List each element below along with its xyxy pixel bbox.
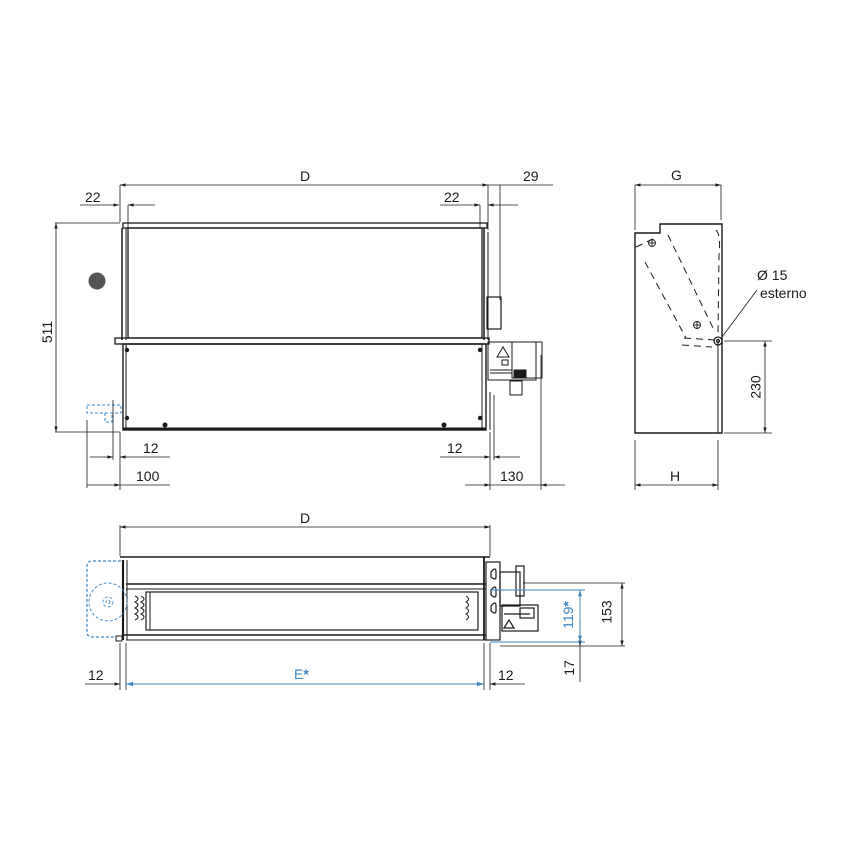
- dim-duct-height-label: 119*: [559, 601, 576, 629]
- side-view: [634, 183, 772, 490]
- dim-total-height-label: 153: [598, 600, 615, 624]
- dim-bottom-left-inset-label: 12: [143, 440, 159, 456]
- dim-connection-height-label: 230: [747, 375, 764, 399]
- dim-bottom-width-d-label: D: [300, 510, 311, 526]
- dim-bottom-right-inset-label: 12: [498, 667, 514, 683]
- dim-right-offset-label: 22: [444, 189, 460, 205]
- dim-inner-width-label: E*: [294, 666, 309, 682]
- connection-note-diameter: Ø 15: [757, 267, 788, 283]
- bottom-view: [85, 525, 625, 690]
- asterisk-icon: *: [559, 601, 576, 607]
- dim-base-offset-label: 17: [560, 660, 577, 676]
- connection-note-esterno: esterno: [760, 285, 807, 301]
- dim-electrical-box-label: 130: [500, 468, 524, 484]
- dim-drain-label: 100: [136, 468, 160, 484]
- dim-bottom-right-inset-label: 12: [447, 440, 463, 456]
- dim-width-label: D: [300, 168, 311, 184]
- dim-right-projection-label: 29: [523, 168, 539, 184]
- front-view: [54, 183, 565, 490]
- dim-top-width-label: G: [671, 167, 682, 183]
- marker-dot-icon: [88, 272, 106, 290]
- dim-left-offset-label: 22: [85, 189, 101, 205]
- dim-bottom-width-label: H: [670, 468, 681, 484]
- dim-height-label: 511: [39, 320, 56, 344]
- asterisk-icon: *: [303, 666, 309, 682]
- dim-bottom-left-inset-label: 12: [88, 667, 104, 683]
